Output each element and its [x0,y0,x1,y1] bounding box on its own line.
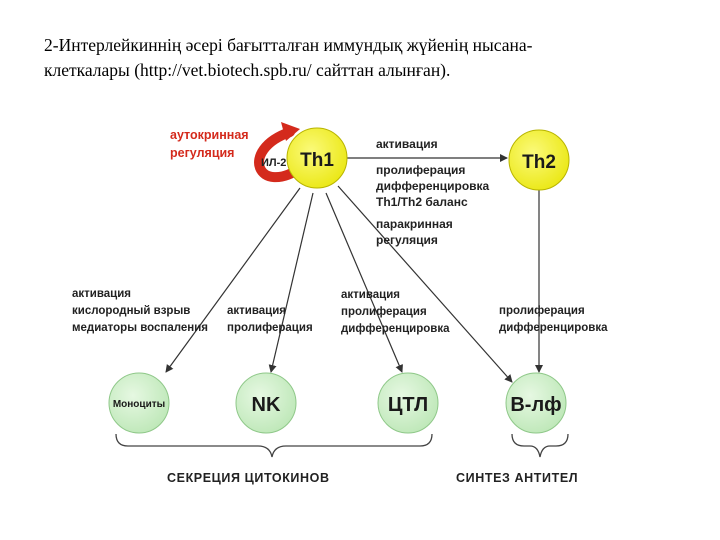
mono-activation: активация [72,288,131,300]
ctl-label: ЦТЛ [388,394,428,416]
mono-node [108,372,170,434]
figure-caption: 2-Интерлейкиннің әсері бағытталған иммун… [44,33,684,83]
th1-th2-regulation: регуляция [376,233,438,247]
autocrine-line-1: аутокринная [170,128,249,142]
line-th1-to-ctl [325,192,403,373]
autocrine-arrow-icon [254,127,307,183]
line-th1-to-mono [165,187,301,373]
cytokine-secretion-label: СЕКРЕЦИЯ ЦИТОКИНОВ [167,471,330,485]
th1-th2-balance: Th1/Th2 баланс [376,195,468,209]
autocrine-line-2: регуляция [170,146,234,160]
caption-line-1: 2-Интерлейкиннің әсері бағытталған иммун… [44,35,533,55]
mono-oxidative-burst: кислородный взрыв [72,305,190,317]
il2-label: ИЛ-2 [261,157,286,169]
antibody-brace [511,433,569,458]
autocrine-arrowhead-icon [281,122,300,141]
th2-node [508,129,570,191]
nk-proliferation: пролиферация [227,322,313,334]
line-th1-to-blf [337,185,513,383]
ctl-activation: активация [341,289,400,301]
antibody-synthesis-label: СИНТЕЗ АНТИТЕЛ [456,471,578,485]
blf-label: В-лф [510,394,561,416]
th1-node [286,127,348,189]
th1-label: Th1 [300,150,334,171]
line-th1-to-nk [268,192,314,373]
caption-line-2: клеткалары (http://vet.biotech.spb.ru/ с… [44,60,451,80]
blf-differentiation: дифференцировка [499,322,608,334]
ctl-proliferation: пролиферация [341,306,427,318]
th1-th2-proliferation: пролиферация [376,163,465,177]
ctl-node [377,372,439,434]
blf-node [505,372,567,434]
mono-label: Моноциты [113,399,165,410]
cytokine-brace [115,433,433,458]
th1-th2-activation: активация [376,137,438,151]
th1-th2-paracrine: паракринная [376,217,453,231]
nk-label: NK [252,394,281,416]
th1-th2-differentiation: дифференцировка [376,179,490,193]
th2-label: Th2 [522,152,556,173]
nk-activation: активация [227,305,286,317]
ctl-differentiation: дифференцировка [341,323,450,335]
nk-node [235,372,297,434]
blf-proliferation: пролиферация [499,305,585,317]
connectors [165,154,543,383]
mono-inflammation-mediators: медиаторы воспаления [72,322,208,334]
